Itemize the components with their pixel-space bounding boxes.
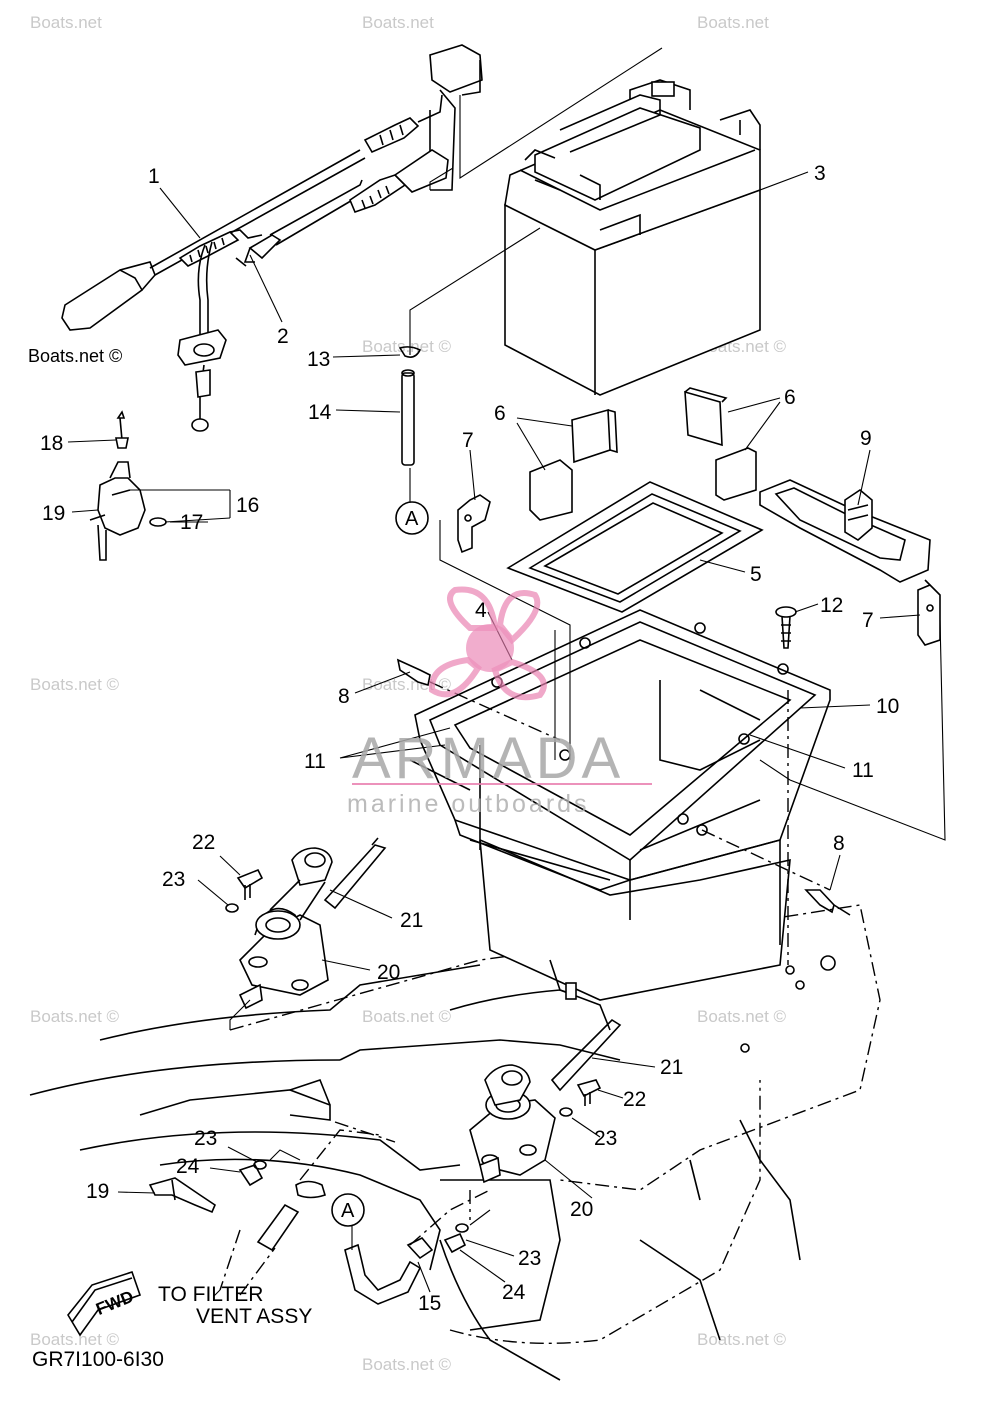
callout-11: 11 xyxy=(852,759,874,782)
brand-name: ARMADA xyxy=(352,726,624,791)
callout-3: 3 xyxy=(814,162,826,185)
hull-outline xyxy=(29,904,881,1381)
note-vent-assy: VENT ASSY xyxy=(196,1305,312,1328)
watermark-text: Boats.net © xyxy=(697,1330,787,1349)
callout-10: 10 xyxy=(876,695,899,718)
rod-assembly xyxy=(398,346,422,466)
battery-cover xyxy=(506,481,764,613)
clip-assembly xyxy=(89,410,231,561)
callout-17: 17 xyxy=(180,511,203,534)
leader-lines xyxy=(67,171,921,1297)
callout-2: 2 xyxy=(277,325,289,348)
watermark-text: Boats.net xyxy=(362,13,434,32)
callout-7: 7 xyxy=(462,429,474,452)
propeller-logo xyxy=(428,586,547,701)
watermark-text: Boats.net © xyxy=(362,1355,452,1374)
ref-circle-a xyxy=(395,501,429,535)
callout-6: 6 xyxy=(784,386,796,409)
drawing-code: GR7I100-6I30 xyxy=(32,1348,164,1371)
callout-23: 23 xyxy=(194,1127,217,1150)
callout-21: 21 xyxy=(400,909,423,932)
right-mount xyxy=(469,1018,622,1184)
fwd-arrow: FWD xyxy=(67,1270,142,1337)
fasteners xyxy=(396,606,851,916)
callout-13: 13 xyxy=(307,348,330,371)
ref-marks: A A xyxy=(331,468,429,1250)
callout-9: 9 xyxy=(860,427,872,450)
corner-watermark: Boats.net © xyxy=(28,346,122,366)
callout-6: 6 xyxy=(494,402,506,425)
callout-20: 20 xyxy=(570,1198,593,1221)
callout-22: 22 xyxy=(623,1088,646,1111)
callout-19: 19 xyxy=(42,502,65,525)
callout-24: 24 xyxy=(502,1281,526,1304)
ref-label: A xyxy=(405,508,419,530)
callout-23: 23 xyxy=(162,868,185,891)
battery-cables xyxy=(61,44,483,432)
battery xyxy=(504,79,761,396)
vent-hose xyxy=(148,1129,491,1305)
battery-strap xyxy=(759,479,931,583)
watermark-text: Boats.net © xyxy=(30,1007,120,1026)
watermark-text: Boats.net xyxy=(30,13,102,32)
callout-labels: 1 2 3 4 5 6 6 7 7 8 8 9 10 11 11 12 13 1… xyxy=(40,162,899,1315)
callout-8: 8 xyxy=(338,685,350,708)
left-mount xyxy=(225,837,387,1030)
callout-11: 11 xyxy=(304,750,326,773)
brand-watermark: ARMADA marine outboards xyxy=(347,586,652,818)
callout-21: 21 xyxy=(660,1056,683,1079)
watermark-text: Boats.net © xyxy=(697,1007,787,1026)
callout-14: 14 xyxy=(308,401,332,424)
watermark-text: Boats.net © xyxy=(362,1007,452,1026)
note-to-filter: TO FILTER xyxy=(158,1283,263,1306)
callout-18: 18 xyxy=(40,432,63,455)
callout-20: 20 xyxy=(377,961,400,984)
ref-circle-a xyxy=(331,1193,365,1227)
callout-19: 19 xyxy=(86,1180,109,1203)
battery-box xyxy=(409,609,831,1001)
watermark-text: Boats.net xyxy=(697,13,769,32)
watermark-text: Boats.net © xyxy=(30,675,120,694)
callout-16: 16 xyxy=(236,494,259,517)
callout-1: 1 xyxy=(148,165,160,188)
battery-pads xyxy=(529,387,757,521)
callout-4: 4 xyxy=(475,599,487,622)
callout-8: 8 xyxy=(833,832,845,855)
callout-24: 24 xyxy=(176,1155,200,1178)
hidden-lines xyxy=(334,681,831,1220)
callout-12: 12 xyxy=(820,594,843,617)
callout-15: 15 xyxy=(418,1292,441,1315)
watermark-text: Boats.net © xyxy=(30,1330,120,1349)
callout-23: 23 xyxy=(518,1247,541,1270)
callout-7: 7 xyxy=(862,609,874,632)
callout-5: 5 xyxy=(750,563,762,586)
callout-23: 23 xyxy=(594,1127,617,1150)
brand-tagline: marine outboards xyxy=(347,790,590,818)
ref-label: A xyxy=(341,1200,355,1222)
callout-22: 22 xyxy=(192,831,215,854)
